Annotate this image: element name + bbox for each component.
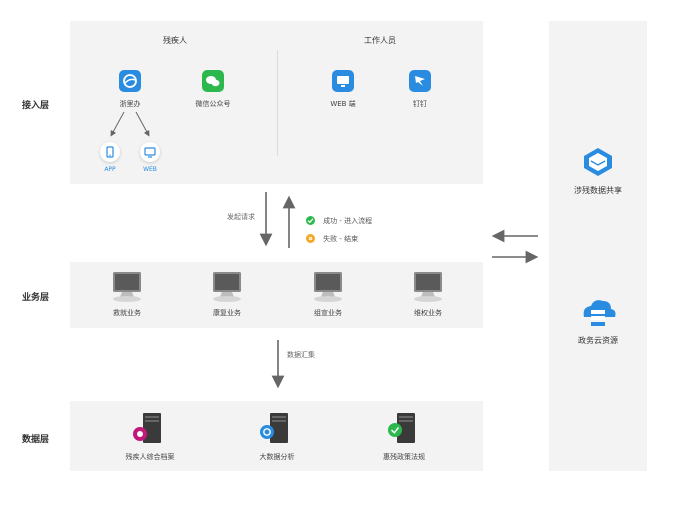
data-item-bigdata[interactable]: 大数据分析: [242, 410, 312, 466]
gov-cloud-label: 政务云资源: [578, 336, 618, 345]
aggregate-label: 数据汇集: [287, 351, 315, 359]
fail-status: 失败 - 结束: [306, 228, 358, 247]
data-item-policy[interactable]: 惠残政策法规: [369, 410, 439, 466]
dingtalk-label: 钉钉: [413, 100, 427, 108]
business-label-4: 维权业务: [414, 309, 442, 317]
wechat-icon[interactable]: [202, 70, 224, 92]
computer-icon: [213, 272, 241, 302]
business-item-2[interactable]: 康复业务: [200, 270, 254, 322]
web-icon[interactable]: [140, 142, 160, 162]
app-label: APP: [104, 166, 116, 173]
cloud-server-icon: [583, 300, 616, 326]
layer-label-data: 数据层: [22, 435, 50, 445]
data-item-archive[interactable]: 残疾人综合档案: [115, 410, 185, 466]
success-text: 成功 - 进入流程: [323, 216, 373, 225]
data-share-label: 涉残数据共享: [574, 186, 622, 195]
business-label-2: 康复业务: [213, 309, 241, 317]
disabled-group-title: 残疾人: [163, 36, 187, 45]
computer-icon: [414, 272, 442, 302]
business-label-3: 组宣业务: [314, 309, 342, 317]
app-icon[interactable]: [100, 142, 120, 162]
computer-icon: [113, 272, 141, 302]
layer-label-access: 接入层: [22, 101, 50, 111]
server-policy-icon: [388, 413, 415, 443]
business-label-1: 救就业务: [113, 309, 141, 317]
data-label-policy: 惠残政策法规: [383, 453, 425, 461]
access-divider: [277, 50, 278, 156]
staff-group-title: 工作人员: [364, 36, 396, 45]
fail-text: 失败 - 结束: [323, 234, 359, 243]
data-label-bigdata: 大数据分析: [259, 453, 295, 461]
wechat-label: 微信公众号: [195, 100, 231, 108]
access-panel: [70, 21, 483, 184]
success-check-icon: [306, 216, 315, 225]
zheliban-icon[interactable]: [119, 70, 141, 92]
web-label: WEB: [143, 166, 157, 173]
data-share-item[interactable]: 涉残数据共享: [549, 145, 647, 200]
business-item-4[interactable]: 维权业务: [401, 270, 455, 322]
side-panel: [549, 21, 647, 471]
data-share-icon: [584, 148, 612, 176]
layer-label-business: 业务层: [22, 293, 50, 303]
request-label: 发起请求: [227, 213, 255, 221]
web-client-label: WEB 端: [330, 100, 356, 108]
business-item-3[interactable]: 组宣业务: [301, 270, 355, 322]
data-label-archive: 残疾人综合档案: [125, 453, 175, 461]
zheliban-label: 浙里办: [119, 100, 141, 108]
web-client-icon[interactable]: [332, 70, 354, 92]
computer-icon: [314, 272, 342, 302]
fail-x-icon: [306, 234, 315, 243]
business-item-1[interactable]: 救就业务: [100, 270, 154, 322]
success-status: 成功 - 进入流程: [306, 210, 372, 229]
gov-cloud-item[interactable]: 政务云资源: [549, 295, 647, 350]
server-analysis-icon: [260, 413, 288, 443]
server-archive-icon: [133, 413, 161, 443]
dingtalk-icon[interactable]: [409, 70, 431, 92]
